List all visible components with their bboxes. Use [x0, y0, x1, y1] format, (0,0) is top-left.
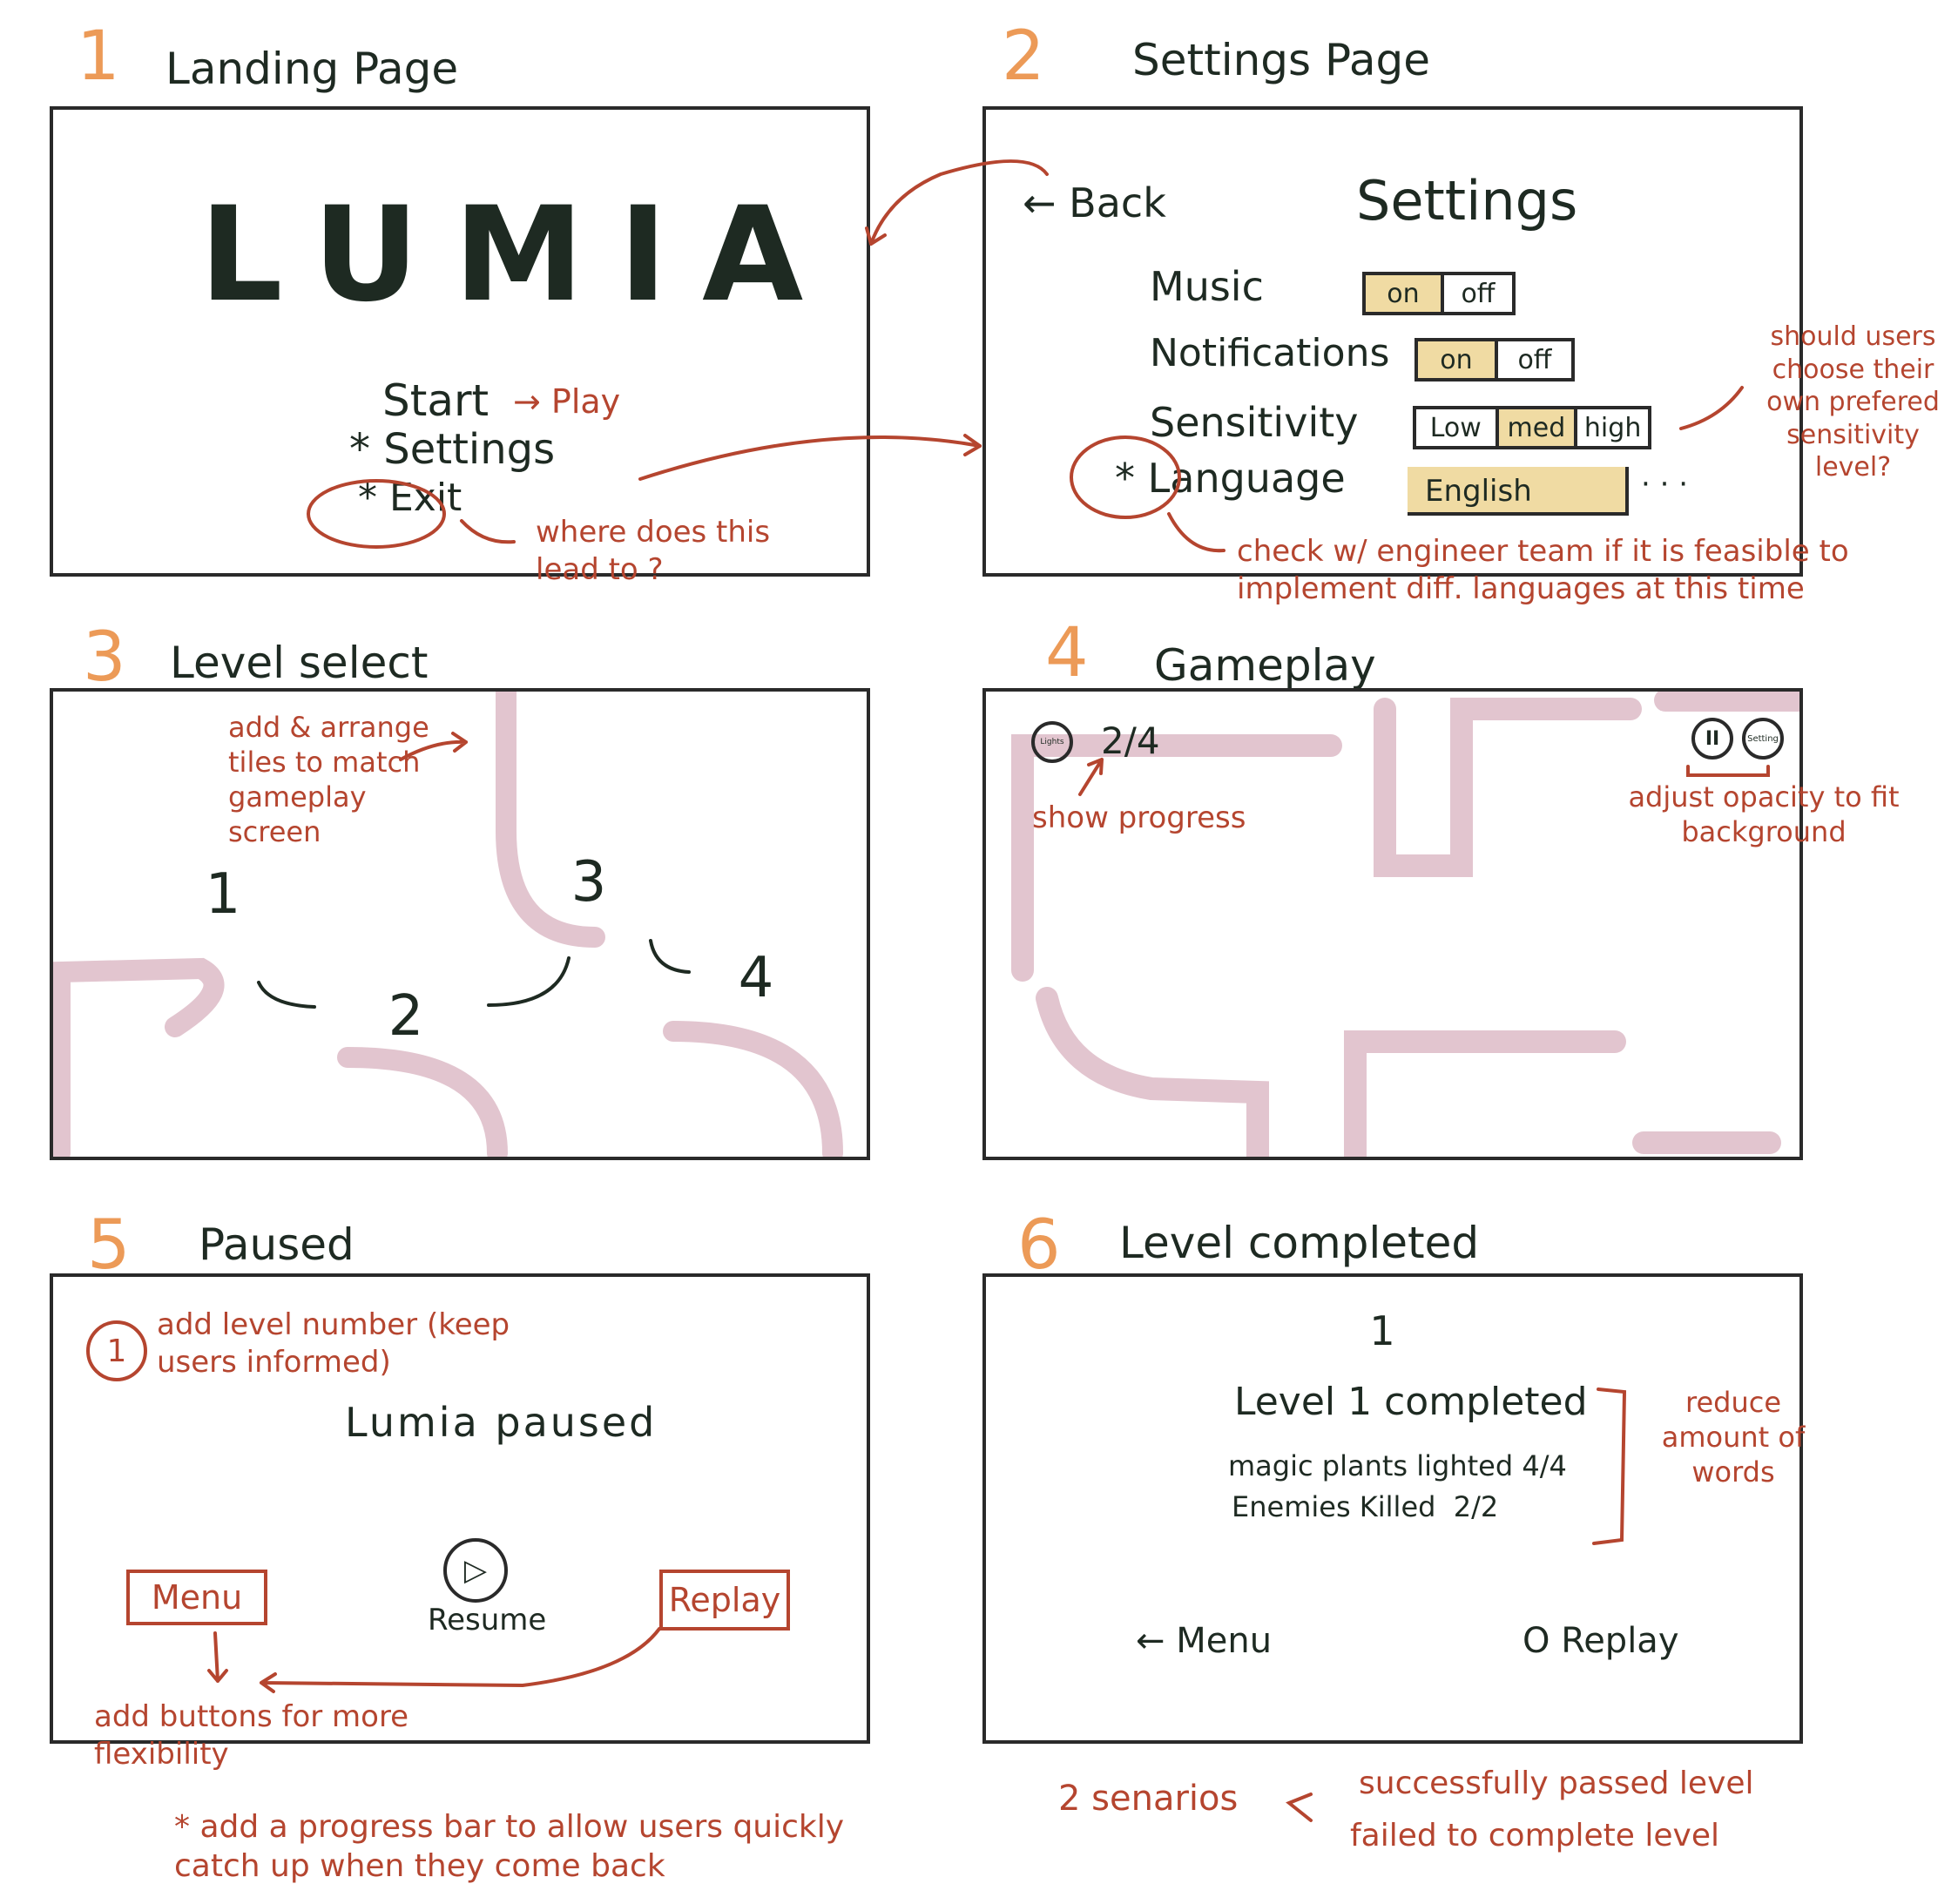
resume-label[interactable]: Resume — [428, 1603, 547, 1637]
notifications-toggle[interactable]: on off — [1414, 338, 1575, 381]
level-4-node[interactable]: 4 — [738, 946, 774, 1010]
level-select-tiles — [53, 692, 843, 1157]
panel-number-2: 2 — [1002, 17, 1045, 96]
stat-enemies: Enemies Killed 2/2 — [1232, 1490, 1499, 1523]
settings-gear-icon[interactable]: Setting — [1742, 718, 1784, 760]
pause-icon[interactable]: II — [1691, 718, 1733, 760]
scenario-failed: failed to complete level — [1350, 1818, 1719, 1853]
sensitivity-med-option[interactable]: med — [1495, 409, 1575, 446]
progress-counter: 2/4 — [1101, 719, 1160, 762]
level-3-node[interactable]: 3 — [571, 850, 607, 915]
music-off-option[interactable]: off — [1440, 275, 1512, 312]
sensitivity-high-option[interactable]: high — [1574, 409, 1648, 446]
menu-link[interactable]: ← Menu — [1136, 1621, 1273, 1661]
note-tiles: add & arrange tiles to match gameplay sc… — [228, 711, 429, 848]
back-button[interactable]: ← Back — [1023, 179, 1166, 226]
settings-menu-item[interactable]: * Settings — [349, 425, 556, 474]
resume-play-icon[interactable]: ▷ — [443, 1538, 508, 1603]
panel-number-4: 4 — [1045, 614, 1089, 692]
language-dropdown[interactable]: English — [1408, 467, 1629, 516]
circle-exit — [307, 479, 446, 549]
circle-language — [1070, 435, 1181, 519]
menu-button[interactable]: Menu — [126, 1570, 267, 1625]
panel-number-5: 5 — [87, 1206, 131, 1285]
gameplay-screen: Lights 2/4 II Setting — [982, 688, 1803, 1160]
gameplay-tiles — [1011, 692, 1799, 1157]
level-1-node[interactable]: 1 — [205, 862, 241, 927]
music-label: Music — [1150, 263, 1264, 310]
lights-icon[interactable]: Lights — [1031, 721, 1073, 763]
panel-title-settings: Settings Page — [1132, 35, 1431, 85]
note-exit: where does this lead to ? — [536, 515, 771, 587]
notifications-on-option[interactable]: on — [1418, 341, 1495, 378]
note-reduce-words: reduce amount of words — [1661, 1386, 1806, 1489]
panel-number-3: 3 — [83, 618, 126, 697]
music-toggle[interactable]: on off — [1362, 272, 1516, 315]
level-select-screen: 1 2 3 4 — [50, 688, 870, 1160]
note-buttons: add buttons for more flexibility — [94, 1699, 409, 1772]
paused-screen: 1 Lumia paused Menu ▷ Resume Replay — [50, 1273, 870, 1744]
settings-screen: ← Back Settings Music on off Notificatio… — [982, 106, 1803, 577]
replay-link[interactable]: O Replay — [1523, 1621, 1679, 1661]
landing-screen: LUMIA Start → Play * Settings * Exit — [50, 106, 870, 577]
note-sensitivity: should users choose their own prefered s… — [1766, 321, 1940, 483]
arrow-settings-link — [638, 435, 982, 481]
arrow-back-to-landing — [869, 159, 1049, 246]
language-label: * Language — [1115, 455, 1346, 502]
paused-heading: Lumia paused — [345, 1399, 658, 1446]
note-progress-bar: * add a progress bar to allow users quic… — [174, 1809, 845, 1884]
start-play-note: → Play — [513, 382, 621, 421]
panel-title-level-select: Level select — [170, 638, 429, 688]
start-menu-item[interactable]: Start — [382, 375, 490, 426]
music-on-option[interactable]: on — [1366, 275, 1441, 312]
notifications-off-option[interactable]: off — [1494, 341, 1571, 378]
sensitivity-label: Sensitivity — [1150, 399, 1359, 446]
level-2-node[interactable]: 2 — [388, 984, 424, 1049]
panel-title-paused: Paused — [199, 1219, 354, 1270]
panel-number-6: 6 — [1017, 1206, 1061, 1285]
scenario-passed: successfully passed level — [1359, 1766, 1754, 1801]
language-more-indicator: · · · — [1641, 467, 1689, 502]
panel-title-landing: Landing Page — [165, 44, 459, 94]
completed-heading: Level 1 completed — [1234, 1380, 1588, 1424]
replay-button[interactable]: Replay — [659, 1570, 790, 1631]
notifications-label: Notifications — [1150, 331, 1390, 375]
sensitivity-low-option[interactable]: Low — [1429, 412, 1482, 443]
scenarios-label: 2 senarios — [1058, 1779, 1239, 1819]
panel-title-level-completed: Level completed — [1119, 1218, 1480, 1268]
note-opacity: adjust opacity to fit background — [1628, 780, 1900, 848]
panel-number-1: 1 — [77, 17, 120, 96]
level-number-badge: 1 — [86, 1320, 147, 1381]
settings-heading: Settings — [1356, 169, 1578, 233]
lumia-logo: LUMIA — [199, 179, 839, 331]
stat-plants: magic plants lighted 4/4 — [1228, 1449, 1567, 1482]
level-completed-screen: 1 Level 1 completed magic plants lighted… — [982, 1273, 1803, 1744]
note-level-number: add level number (keep users informed) — [157, 1307, 510, 1380]
note-progress: show progress — [1032, 800, 1246, 835]
note-language: check w/ engineer team if it is feasible… — [1237, 534, 1849, 606]
completed-level-icon: 1 — [1369, 1307, 1395, 1354]
sensitivity-selector[interactable]: Low med high — [1413, 406, 1651, 449]
panel-title-gameplay: Gameplay — [1154, 640, 1376, 691]
